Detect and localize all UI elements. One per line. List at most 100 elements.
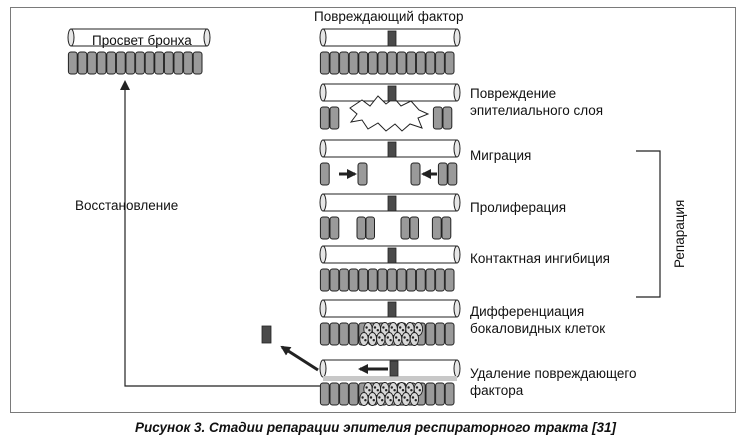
goblet-granule	[401, 329, 405, 332]
epithelial-cell	[367, 268, 378, 292]
goblet-granule	[415, 326, 419, 329]
epithelial-cell	[77, 51, 88, 75]
goblet-cell-body	[384, 392, 394, 406]
goblet-granule	[389, 399, 392, 402]
epithelial-cell	[441, 216, 452, 240]
damaging-factor-block	[387, 247, 397, 264]
removed-factor-block	[261, 325, 272, 344]
stage-unit-contact-inhibition	[319, 245, 461, 292]
tube-end-right	[453, 193, 461, 212]
goblet-cell-body	[409, 392, 420, 406]
stage-labels: Повреждение эпителиального слоя Миграция…	[470, 86, 637, 398]
epithelial-cell	[329, 382, 340, 406]
goblet-granule	[365, 326, 368, 329]
damaging-factor-block	[387, 195, 397, 212]
damaging-factor-block	[387, 30, 397, 47]
stage-label-removal-line2: фактора	[470, 383, 524, 398]
migrating-cell	[410, 162, 421, 186]
goblet-granule	[393, 389, 396, 392]
epithelial-cell	[432, 106, 443, 130]
goblet-granule	[393, 329, 396, 332]
goblet-cell	[392, 332, 403, 346]
goblet-granule	[386, 396, 389, 399]
epithelial-cell	[435, 268, 445, 292]
proliferating-cell	[409, 216, 419, 240]
epithelial-cell	[444, 268, 455, 292]
epithelial-cell	[442, 106, 453, 130]
tube-end-left	[319, 193, 327, 212]
tube-end-left	[319, 359, 327, 378]
tube-end-right	[453, 299, 461, 318]
tube-end-right	[453, 245, 461, 264]
epithelial-cell	[387, 268, 397, 292]
goblet-cell	[376, 392, 386, 406]
goblet-cell-body	[384, 332, 394, 346]
tube-end-left	[319, 299, 327, 318]
goblet-granule	[361, 396, 364, 399]
goblet-granule	[410, 389, 413, 392]
epithelial-cell	[329, 216, 340, 240]
epithelial-cell	[348, 382, 359, 406]
goblet-granule	[382, 326, 385, 329]
stage-unit-intact	[319, 28, 461, 75]
epithelial-cell	[144, 51, 155, 75]
epithelial-cell	[67, 51, 78, 75]
epithelial-cell	[447, 162, 458, 186]
goblet-granule	[368, 389, 371, 392]
lumen-epithelium-unit	[67, 28, 211, 75]
epithelial-cell	[183, 51, 193, 75]
epithelial-cell	[348, 322, 359, 346]
goblet-granule	[399, 326, 402, 329]
goblet-granule	[414, 399, 417, 402]
restoration-arrow	[120, 80, 320, 387]
epithelial-cell	[115, 51, 126, 75]
goblet-granule	[372, 399, 375, 402]
migrating-cell	[357, 162, 368, 186]
goblet-cell-body	[359, 392, 369, 406]
epithelial-cell	[444, 382, 455, 406]
stage-label-contact-inhibition: Контактная ингибиция	[470, 251, 610, 266]
goblet-granule	[376, 389, 379, 392]
goblet-granule	[389, 339, 392, 342]
goblet-cell-body	[409, 332, 420, 346]
proliferating-cell	[365, 216, 375, 240]
goblet-granule	[406, 399, 409, 402]
epithelial-cell	[348, 51, 359, 75]
epithelial-cell	[425, 51, 436, 75]
goblet-cell	[392, 392, 403, 406]
lumen-label: Просвет бронха	[92, 33, 192, 48]
epithelial-cell	[435, 382, 445, 406]
stage-label-removal-line1: Удаление повреждающего	[470, 366, 637, 381]
tube-end-right	[453, 83, 461, 102]
damaging-factor-block	[387, 85, 397, 102]
goblet-granule	[369, 396, 373, 399]
goblet-granule	[390, 386, 393, 389]
goblet-granule	[361, 336, 364, 339]
goblet-cell	[359, 332, 369, 346]
goblet-granule	[378, 396, 381, 399]
goblet-granule	[382, 386, 385, 389]
epithelial-cell	[431, 216, 442, 240]
goblet-granule	[407, 386, 410, 389]
goblet-granule	[385, 389, 388, 392]
goblet-cell	[376, 332, 386, 346]
stage-unit-differentiation	[319, 299, 461, 346]
epithelial-cell	[339, 382, 349, 406]
goblet-granule	[418, 389, 421, 392]
goblet-cell	[409, 392, 420, 406]
stage-unit-migration	[319, 139, 461, 186]
epithelial-cell	[339, 51, 349, 75]
repair-label: Репарация	[672, 200, 687, 268]
epithelial-cell	[425, 268, 436, 292]
epithelial-cell	[319, 268, 330, 292]
epithelial-cell	[367, 51, 378, 75]
proliferating-cell	[400, 216, 410, 240]
goblet-granule	[397, 399, 401, 402]
goblet-cell	[367, 392, 378, 406]
epithelial-cell	[435, 51, 445, 75]
goblet-granule	[376, 329, 379, 332]
goblet-granule	[403, 336, 406, 339]
goblet-cell	[359, 392, 369, 406]
goblet-granule	[373, 386, 377, 389]
goblet-granule	[381, 339, 384, 342]
